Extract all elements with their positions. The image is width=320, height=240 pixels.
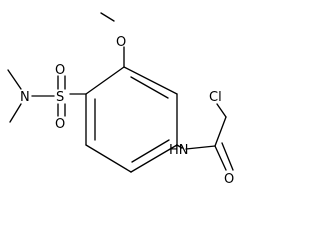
bond-carbonyl-oxygen-b [221, 142, 234, 171]
ring-inner-double-bottom [131, 139, 170, 163]
bond-ring-amide-nitrogen [176, 144, 183, 149]
bond-lines [7, 12, 234, 173]
ring-bond-bottom-right [130, 144, 178, 173]
chemical-structure-diagram: O O O S N HN O Cl [7, 12, 234, 187]
ring-bond-bottom-left [85, 144, 132, 173]
sulfonyl-oxygen-top-label: O [55, 63, 65, 78]
bond-methyl-methoxy-oxygen [100, 12, 115, 22]
bond-amide-nitrogen-carbonyl [185, 145, 216, 150]
carbonyl-oxygen-label: O [224, 172, 234, 187]
bond-carbonyl-oxygen-a [214, 145, 227, 171]
ring-bond-top-right [123, 66, 178, 95]
amide-nitrogen-label: HN [169, 143, 189, 158]
sulfonamide-nitrogen-label: N [20, 90, 30, 105]
sulfonyl-oxygen-bottom-label: O [55, 117, 65, 132]
atom-labels: O O O S N HN O Cl [20, 35, 234, 187]
bond-methylene-chlorine [216, 103, 227, 118]
ring-inner-double-top-right [130, 76, 169, 99]
bond-carbonyl-methylene [214, 116, 227, 147]
ring-bond-top-left [85, 66, 125, 95]
bond-nitrogen-methyl-bottom [9, 103, 22, 123]
methoxy-oxygen-label: O [116, 35, 126, 50]
sulfur-label: S [56, 90, 64, 105]
bond-nitrogen-methyl-top [7, 69, 22, 90]
chlorine-label: Cl [209, 90, 222, 105]
